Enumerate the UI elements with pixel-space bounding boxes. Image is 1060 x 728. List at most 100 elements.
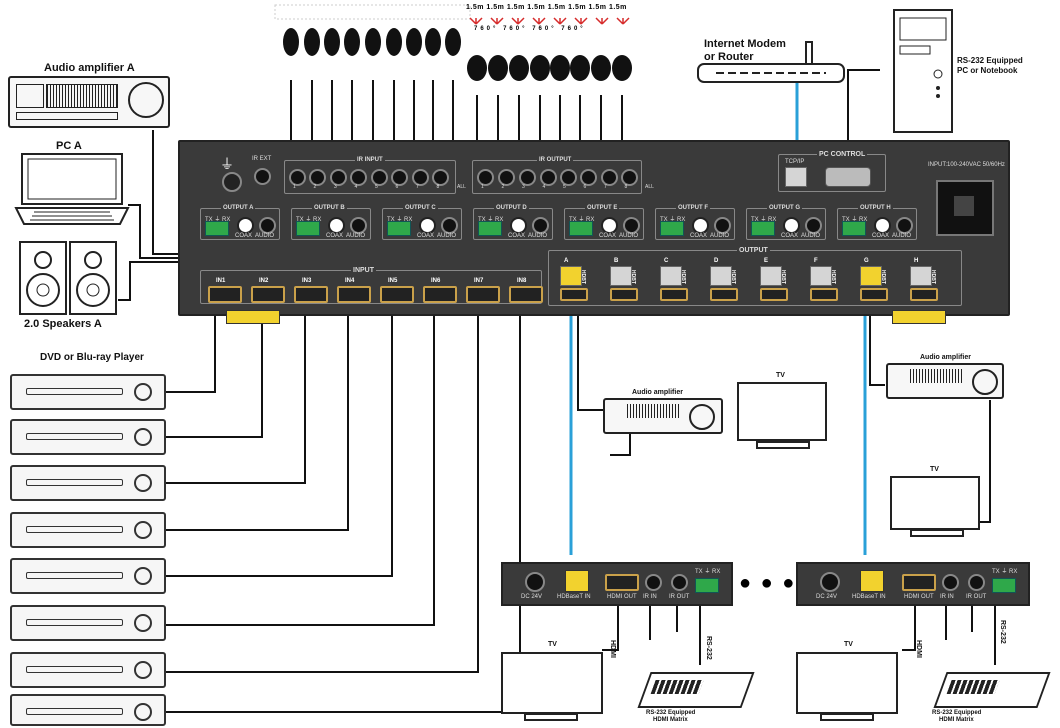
rx-left-hdbt-label: HDBaseT IN — [557, 594, 591, 600]
hdmi-input-1[interactable]: IN1 — [208, 278, 242, 303]
rs232-terminal[interactable] — [660, 221, 684, 236]
coax-jack[interactable] — [237, 217, 254, 234]
audio-label: AUDIO — [801, 233, 821, 239]
ir-in-jack-7[interactable] — [412, 169, 429, 186]
coax-jack[interactable] — [601, 217, 618, 234]
coax-jack[interactable] — [328, 217, 345, 234]
audio-jack[interactable] — [805, 217, 822, 234]
rx-left-ir-out[interactable] — [671, 574, 688, 591]
ir-in-jack-3[interactable] — [330, 169, 347, 186]
rx-right-dc[interactable] — [820, 572, 840, 592]
rs232-terminal[interactable] — [842, 221, 866, 236]
rx-right-hdmi-out[interactable] — [902, 574, 936, 591]
rj45-port[interactable] — [910, 266, 932, 286]
coax-label: COAX — [690, 233, 708, 239]
rs232-port[interactable] — [825, 167, 871, 187]
ir-out-jack-4[interactable] — [540, 169, 557, 186]
ir-in-jack-6[interactable] — [391, 169, 408, 186]
hdmi-port[interactable] — [860, 288, 888, 301]
hdmi-port[interactable] — [710, 288, 738, 301]
hdbt-port-label: C — [664, 258, 669, 264]
ir-in-jack-2[interactable] — [309, 169, 326, 186]
audio-jack[interactable] — [532, 217, 549, 234]
rx-right-rs232-terminal[interactable] — [992, 578, 1016, 593]
ir-out-jack-1[interactable] — [477, 169, 494, 186]
ir-out-jack-3[interactable] — [519, 169, 536, 186]
hdmi-port[interactable] — [810, 288, 838, 301]
audio-output-group-3: OUTPUT C TX ⏚ RX COAX AUDIO — [382, 205, 462, 240]
ir-in-jack-8[interactable] — [432, 169, 449, 186]
hdmi-port[interactable] — [466, 286, 500, 303]
rj45-port[interactable] — [660, 266, 682, 286]
hdmi-port[interactable] — [337, 286, 371, 303]
rs232-pc-label-1: RS-232 Equipped — [957, 56, 1023, 65]
hdmi-port[interactable] — [610, 288, 638, 301]
coax-jack[interactable] — [783, 217, 800, 234]
ir-in-jack-4[interactable] — [350, 169, 367, 186]
rx-left-rs232-terminal[interactable] — [695, 578, 719, 593]
rs232-terminal[interactable] — [205, 221, 229, 236]
rx-left-hdmi-out[interactable] — [605, 574, 639, 591]
audio-jack[interactable] — [259, 217, 276, 234]
ir-out-jack-6[interactable] — [580, 169, 597, 186]
audio-jack[interactable] — [896, 217, 913, 234]
rj45-port[interactable] — [560, 266, 582, 286]
rx-left-hdbt-port[interactable] — [565, 570, 589, 592]
rs232-terminal[interactable] — [478, 221, 502, 236]
rs232-terminal[interactable] — [387, 221, 411, 236]
hdbt-output-f: F HDBT — [806, 258, 852, 302]
audio-jack[interactable] — [441, 217, 458, 234]
audio-jack[interactable] — [350, 217, 367, 234]
hdmi-input-label: IN3 — [302, 278, 312, 284]
hdmi-input-2[interactable]: IN2 — [251, 278, 285, 303]
hdmi-port[interactable] — [760, 288, 788, 301]
hdmi-port[interactable] — [660, 288, 688, 301]
receiver-right: DC 24V HDBaseT IN HDMI OUT IR IN IR OUT … — [796, 562, 1030, 606]
rj45-port[interactable] — [610, 266, 632, 286]
rx-right-ir-in[interactable] — [942, 574, 959, 591]
coax-jack[interactable] — [419, 217, 436, 234]
rj45-port[interactable] — [810, 266, 832, 286]
hdmi-input-7[interactable]: IN7 — [466, 278, 500, 303]
lan-port[interactable] — [785, 167, 807, 187]
hdmi-port[interactable] — [208, 286, 242, 303]
coax-jack[interactable] — [510, 217, 527, 234]
hdmi-port[interactable] — [380, 286, 414, 303]
hdmi-port[interactable] — [423, 286, 457, 303]
hdmi-cable-label-left: HDMI — [609, 640, 616, 658]
coax-jack[interactable] — [874, 217, 891, 234]
power-socket[interactable] — [936, 180, 994, 236]
ir-out-jack-2[interactable] — [498, 169, 515, 186]
rx-right-hdbt-port[interactable] — [860, 570, 884, 592]
hdmi-input-8[interactable]: IN8 — [509, 278, 543, 303]
hdmi-input-3[interactable]: IN3 — [294, 278, 328, 303]
rx-left-ir-in[interactable] — [645, 574, 662, 591]
hdmi-input-label: IN6 — [431, 278, 441, 284]
rx-left-dc[interactable] — [525, 572, 545, 592]
hdmi-input-4[interactable]: IN4 — [337, 278, 371, 303]
rs232-terminal[interactable] — [751, 221, 775, 236]
rs232-terminal[interactable] — [296, 221, 320, 236]
rx-right-ir-out[interactable] — [968, 574, 985, 591]
ir-in-jack-1[interactable] — [289, 169, 306, 186]
hdmi-port[interactable] — [294, 286, 328, 303]
ir-out-jack-5[interactable] — [560, 169, 577, 186]
hdmi-input-6[interactable]: IN6 — [423, 278, 457, 303]
rj45-port[interactable] — [760, 266, 782, 286]
ir-in-jack-5[interactable] — [371, 169, 388, 186]
hdmi-input-5[interactable]: IN5 — [380, 278, 414, 303]
coax-jack[interactable] — [692, 217, 709, 234]
hdmi-port[interactable] — [910, 288, 938, 301]
rs232-terminal[interactable] — [569, 221, 593, 236]
audio-jack[interactable] — [623, 217, 640, 234]
rj45-port[interactable] — [710, 266, 732, 286]
ir-ext-jack[interactable] — [254, 168, 271, 185]
rj45-port[interactable] — [860, 266, 882, 286]
ir-out-jack-7[interactable] — [601, 169, 618, 186]
audio-jack[interactable] — [714, 217, 731, 234]
hdmi-port[interactable] — [251, 286, 285, 303]
tv-mid-stand — [756, 441, 810, 449]
hdmi-port[interactable] — [560, 288, 588, 301]
ir-out-jack-8[interactable] — [621, 169, 638, 186]
hdmi-port[interactable] — [509, 286, 543, 303]
